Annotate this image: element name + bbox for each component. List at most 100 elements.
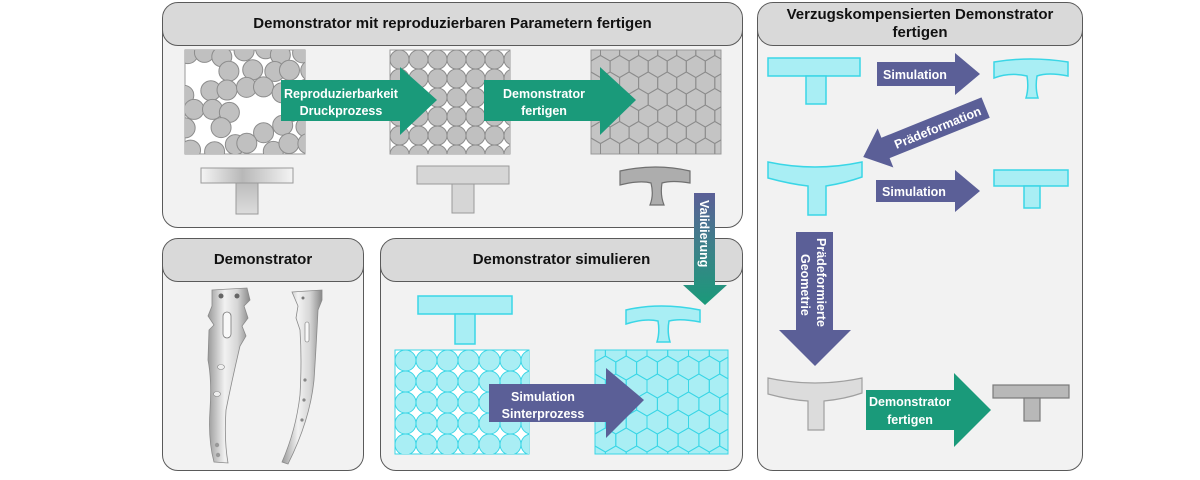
- arrow-label-line1: Demonstrator: [503, 87, 585, 101]
- grain: [591, 23, 610, 45]
- grain: [657, 137, 678, 154]
- grain: [604, 445, 627, 454]
- t-profile-warped: [993, 58, 1069, 99]
- particle: [216, 79, 238, 101]
- arrow-label-line2: Druckprozess: [300, 104, 383, 118]
- particle: [300, 61, 305, 80]
- grain: [730, 338, 751, 362]
- particle: [465, 144, 486, 154]
- particle: [503, 50, 510, 69]
- particle: [253, 76, 275, 98]
- particle: [484, 144, 505, 154]
- particle: [478, 350, 501, 372]
- implant-front-view: [207, 287, 251, 464]
- implant-side-view: [281, 289, 323, 465]
- arrow-label-line2: Geometrie: [798, 254, 812, 316]
- grain: [667, 23, 686, 45]
- t-profile-compensated: [993, 169, 1069, 209]
- particle: [503, 126, 510, 145]
- grain: [686, 23, 705, 45]
- grain: [741, 356, 762, 380]
- particle: [484, 50, 505, 70]
- particle: [465, 87, 486, 108]
- arrow-predeformation: Prädeformation: [863, 97, 990, 168]
- t-profile-simulated-initial: [417, 295, 513, 345]
- grain: [595, 320, 616, 344]
- arrow-label: Validierung: [697, 200, 711, 267]
- grain: [572, 23, 591, 45]
- grain: [564, 338, 585, 362]
- grain: [730, 446, 751, 470]
- particle: [185, 139, 202, 154]
- grain: [688, 445, 710, 454]
- particle: [408, 125, 429, 146]
- particle: [415, 391, 438, 414]
- grain: [648, 23, 667, 45]
- particle: [233, 50, 255, 62]
- particle: [204, 141, 226, 154]
- particle: [236, 132, 258, 154]
- grain: [629, 23, 648, 45]
- particle: [503, 145, 510, 154]
- particle: [395, 350, 417, 372]
- particle: [446, 50, 467, 70]
- particle: [297, 133, 305, 154]
- particle: [465, 125, 486, 146]
- arrow-predeformed-geometry: Prädeformierte Geometrie: [779, 232, 851, 366]
- panel-title: Demonstrator: [163, 239, 363, 282]
- arrow-label-line2: fertigen: [521, 104, 567, 118]
- particle: [436, 350, 459, 372]
- particle: [395, 433, 417, 454]
- arrow-label: Simulation: [883, 68, 947, 82]
- particle: [427, 125, 448, 146]
- grain: [564, 446, 585, 470]
- grain: [600, 137, 621, 154]
- panel-title: Demonstrator mit reproduzierbaren Parame…: [163, 3, 742, 46]
- grain: [637, 320, 658, 344]
- grain: [638, 137, 659, 154]
- t-profile-nominal: [767, 57, 861, 105]
- arrow-simulation-2: Simulation: [876, 170, 980, 212]
- particle: [408, 144, 429, 154]
- grain: [720, 320, 741, 344]
- arrow-label-line1: Demonstrator: [869, 395, 951, 409]
- grain: [708, 445, 728, 454]
- particle: [408, 50, 429, 70]
- particle: [436, 433, 459, 454]
- panel-demonstrator: Demonstrator: [162, 238, 364, 471]
- grain: [678, 320, 699, 344]
- grain: [610, 23, 629, 45]
- particle: [395, 412, 417, 435]
- grain: [705, 23, 724, 45]
- particle: [395, 391, 417, 414]
- particle: [395, 370, 417, 393]
- t-profile-uniform: [416, 165, 510, 214]
- arrow-manufacture-bottom: Demonstrator fertigen: [866, 373, 991, 447]
- particle: [242, 59, 264, 81]
- particle: [278, 133, 300, 154]
- particle: [465, 68, 486, 89]
- particle: [520, 350, 529, 372]
- particle: [210, 117, 232, 139]
- arrow-reproducibility: Reproduzierbarkeit Druckprozess: [281, 67, 437, 135]
- particle: [185, 98, 205, 120]
- grain: [646, 445, 669, 454]
- particle: [457, 370, 480, 393]
- grain: [730, 374, 751, 398]
- grain: [724, 89, 743, 111]
- particle: [436, 391, 459, 414]
- particle: [446, 68, 467, 89]
- grain: [741, 428, 762, 452]
- arrow-label-line2: Sinterprozess: [502, 407, 585, 421]
- grain: [667, 445, 689, 454]
- particle: [415, 350, 438, 372]
- arrow-manufacture-top: Demonstrator fertigen: [484, 67, 636, 135]
- particle: [436, 412, 459, 435]
- particle: [415, 433, 438, 454]
- particle: [465, 106, 486, 127]
- grain: [574, 320, 595, 344]
- t-profile-simulated-distorted: [625, 305, 701, 343]
- t-profile-predeformed-gray: [767, 377, 863, 431]
- particle: [457, 391, 480, 414]
